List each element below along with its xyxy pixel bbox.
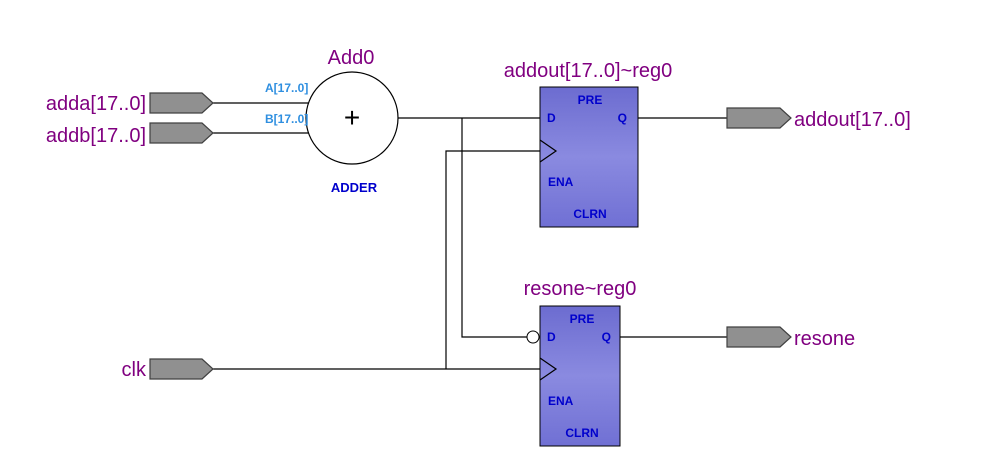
plus-icon: + xyxy=(344,102,360,133)
register-addout-body xyxy=(539,86,639,228)
register-addout-clrn: CLRN xyxy=(573,207,606,221)
input-label-addb: addb[17..0] xyxy=(46,125,146,147)
output-port-resone[interactable]: resone xyxy=(726,326,855,350)
input-port-addb[interactable]: addb[17..0] xyxy=(46,122,214,147)
input-port-clk[interactable]: clk xyxy=(122,358,214,381)
adder-name: Add0 xyxy=(328,47,375,69)
register-resone-name: resone~reg0 xyxy=(524,278,637,300)
register-addout-ena: ENA xyxy=(548,175,574,189)
output-label-resone: resone xyxy=(794,328,855,350)
register-addout[interactable]: addout[17..0]~reg0 PRE D Q ENA CLRN xyxy=(504,60,672,228)
register-resone-pre: PRE xyxy=(570,312,595,326)
wires xyxy=(213,102,727,370)
output-label-addout: addout[17..0] xyxy=(794,109,911,131)
output-port-addout[interactable]: addout[17..0] xyxy=(726,107,911,131)
register-resone-clrn: CLRN xyxy=(565,426,598,440)
adder-pin-b: B[17..0] xyxy=(265,112,308,126)
clock-edge-icon xyxy=(539,357,558,381)
input-label-adda: adda[17..0] xyxy=(46,93,146,115)
inverter-bubble-icon xyxy=(526,330,540,344)
adder-type-label: ADDER xyxy=(331,180,378,195)
register-addout-q: Q xyxy=(618,111,627,125)
adder-block[interactable]: Add0 + A[17..0] B[17..0] ADDER xyxy=(265,47,399,195)
input-port-adda[interactable]: adda[17..0] xyxy=(46,92,214,115)
adder-circle xyxy=(305,71,399,165)
clock-edge-icon xyxy=(539,139,558,163)
register-addout-d: D xyxy=(547,111,556,125)
wire-sum-branch xyxy=(461,118,527,338)
register-resone-body xyxy=(539,305,621,447)
register-resone-d: D xyxy=(547,330,556,344)
register-resone-q: Q xyxy=(602,330,611,344)
adder-pin-a: A[17..0] xyxy=(265,81,308,95)
register-resone[interactable]: resone~reg0 PRE D Q ENA CLRN xyxy=(524,278,637,447)
wire-clk-branch xyxy=(445,150,540,369)
register-resone-ena: ENA xyxy=(548,394,574,408)
register-addout-name: addout[17..0]~reg0 xyxy=(504,60,672,82)
input-label-clk: clk xyxy=(122,359,147,381)
register-addout-pre: PRE xyxy=(578,93,603,107)
